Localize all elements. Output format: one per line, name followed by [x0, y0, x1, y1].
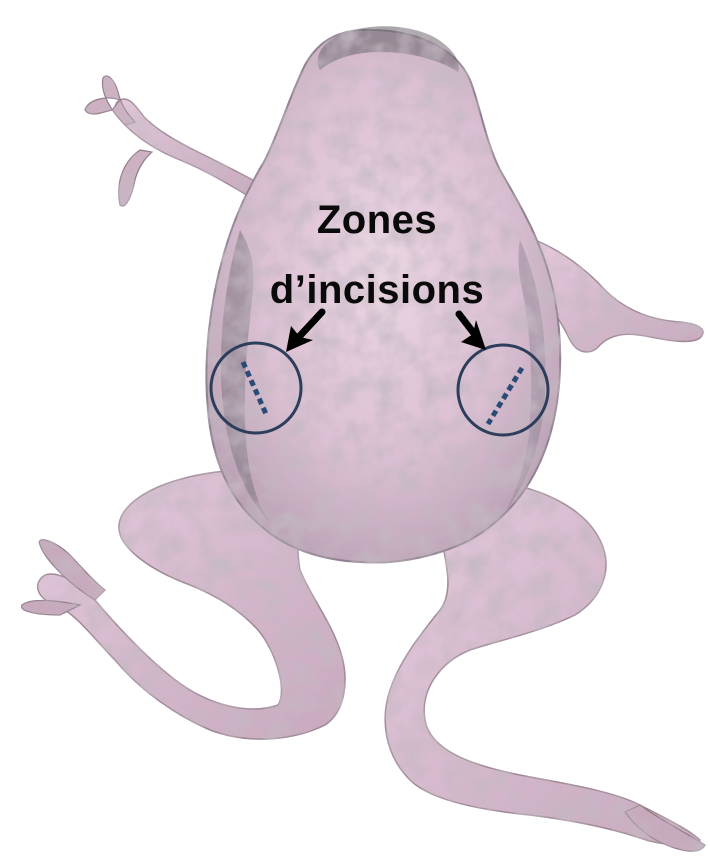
- frog-hand-left: [85, 76, 152, 206]
- frog-figure: [22, 26, 705, 851]
- frog-front-leg-left: [115, 99, 262, 200]
- frog-body: [206, 30, 560, 563]
